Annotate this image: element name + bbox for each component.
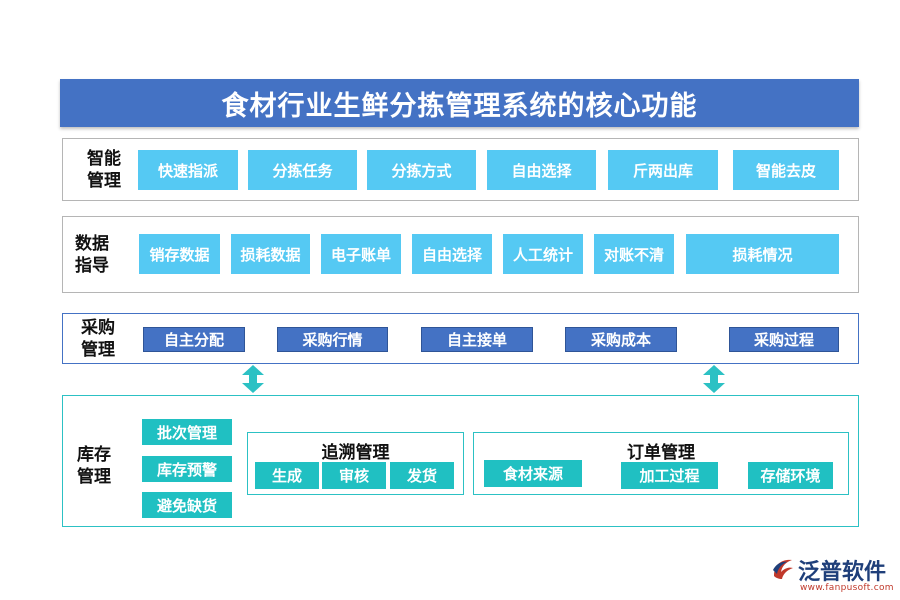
data-item: 损耗数据 (231, 234, 310, 274)
double-arrow-icon (242, 365, 264, 393)
trace-item: 生成 (255, 462, 319, 489)
inventory-management-label: 库存 管理 (77, 445, 111, 487)
data-item: 电子账单 (321, 234, 401, 274)
purchase-item: 采购行情 (277, 327, 388, 352)
data-item: 自由选择 (412, 234, 492, 274)
smart-item: 快速指派 (138, 150, 238, 190)
data-item: 损耗情况 (686, 234, 839, 274)
data-item: 销存数据 (139, 234, 220, 274)
data-item: 对账不清 (594, 234, 674, 274)
purchase-item: 采购成本 (565, 327, 677, 352)
smart-item: 智能去皮 (733, 150, 839, 190)
brand-url: www.fanpusoft.com (800, 583, 894, 593)
page-title: 食材行业生鲜分拣管理系统的核心功能 (60, 79, 859, 127)
brand-name: 泛普软件 (798, 560, 887, 585)
trace-item: 审核 (322, 462, 386, 489)
purchase-management-label: 采购 管理 (81, 318, 115, 360)
order-management-title: 订单管理 (627, 443, 695, 463)
data-item: 人工统计 (503, 234, 583, 274)
inventory-item: 库存预警 (142, 456, 232, 482)
double-arrow-icon (703, 365, 725, 393)
smart-item: 分拣方式 (367, 150, 476, 190)
smart-management-label: 智能 管理 (87, 149, 121, 191)
smart-item: 自由选择 (487, 150, 596, 190)
trace-management-title: 追溯管理 (321, 443, 390, 463)
smart-item: 斤两出库 (608, 150, 718, 190)
order-item: 食材来源 (484, 460, 582, 487)
fanpu-logo-icon (773, 559, 793, 579)
trace-item: 发货 (390, 462, 454, 489)
purchase-item: 自主分配 (143, 327, 245, 352)
smart-item: 分拣任务 (248, 150, 357, 190)
brand-logo: 泛普软件 www.fanpusoft.com (770, 554, 894, 594)
inventory-item: 避免缺货 (142, 492, 232, 518)
order-item: 存储环境 (748, 462, 833, 489)
purchase-item: 采购过程 (729, 327, 839, 352)
order-item: 加工过程 (621, 462, 718, 489)
inventory-item: 批次管理 (142, 419, 232, 445)
purchase-item: 自主接单 (421, 327, 533, 352)
data-guidance-label: 数据 指导 (75, 234, 109, 276)
